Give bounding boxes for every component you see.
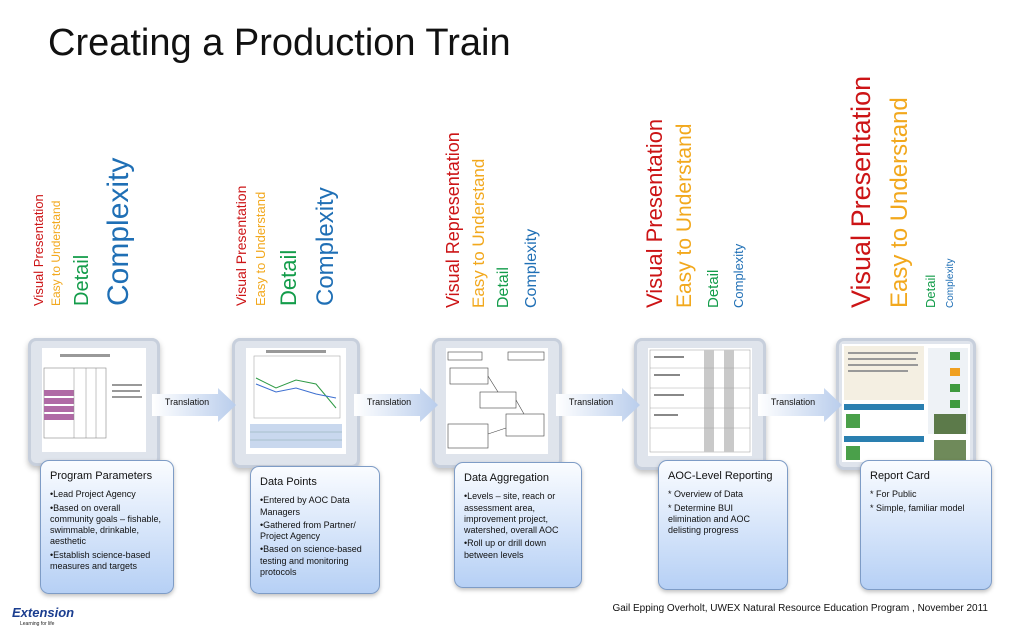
- col2-complexity-label: Complexity: [312, 187, 339, 306]
- translation-arrow-3: Translation: [556, 388, 640, 422]
- card-program-parameters: Program Parameters •Lead Project Agency …: [40, 460, 174, 594]
- translation-arrow-2: Translation: [354, 388, 438, 422]
- data-points-chart-graphic: [250, 350, 342, 448]
- list-item: •Lead Project Agency: [50, 489, 136, 500]
- col2-detail-label: Detail: [276, 249, 301, 306]
- card-list: * For Public * Simple, familiar model: [870, 489, 982, 514]
- card-title: Data Aggregation: [464, 472, 550, 484]
- list-item: •Roll up or drill down between levels: [464, 538, 547, 560]
- arrow-shape: [152, 388, 236, 422]
- col3-visual-label: Visual Representation: [443, 132, 463, 308]
- list-item: •Based on overall community goals – fish…: [50, 502, 162, 547]
- card-aoc-level-reporting: AOC-Level Reporting * Overview of Data *…: [658, 460, 788, 590]
- translation-label-2: Translation: [366, 397, 412, 407]
- list-item: •Establish science-based measures and ta…: [50, 549, 151, 571]
- col4-detail-label: Detail: [705, 269, 722, 308]
- card-title: Data Points: [260, 476, 317, 488]
- col2-easy-label: Easy to Understand: [253, 191, 268, 306]
- thumbnail-page: [648, 348, 752, 456]
- thumbnail-report-card: [836, 338, 976, 470]
- translation-label-4: Translation: [770, 397, 816, 407]
- col4-complexity-label: Complexity: [731, 243, 746, 308]
- col1-visual-label: Visual Presentation: [31, 194, 46, 306]
- thumbnail-page: [842, 344, 970, 462]
- card-report-card: Report Card * For Public * Simple, famil…: [860, 460, 992, 590]
- col4-visual-label: Visual Presentation: [642, 118, 667, 308]
- translation-label-3: Translation: [568, 397, 614, 407]
- card-list: •Lead Project Agency •Based on overall c…: [50, 489, 164, 572]
- col2-visual-label: Visual Presentation: [233, 185, 249, 306]
- col1-easy-label: Easy to Understand: [49, 200, 63, 306]
- list-item: •Gathered from Partner/ Project Agency: [260, 519, 356, 542]
- list-item: * Simple, familiar model: [870, 502, 965, 513]
- parameters-table-graphic: [43, 354, 142, 439]
- list-item: * Overview of Data: [668, 489, 744, 500]
- translation-arrow-1: Translation: [152, 388, 236, 422]
- card-list: •Levels – site, reach or assessment area…: [464, 491, 572, 561]
- aoc-table-graphic: [649, 349, 751, 453]
- card-title: AOC-Level Reporting: [668, 470, 773, 482]
- extension-logo: Extension Learning for life: [12, 604, 74, 627]
- col5-visual-word: Visual: [846, 234, 876, 308]
- card-list: •Entered by AOC Data Managers •Gathered …: [260, 495, 370, 578]
- list-item: * Determine BUI elimination and AOC deli…: [668, 502, 751, 536]
- col3-detail-label: Detail: [495, 267, 512, 308]
- translation-arrow-4: Translation: [758, 388, 842, 422]
- thumbnail-page: [246, 348, 346, 454]
- col5-complexity-label: Complexity: [945, 258, 956, 308]
- col1-complexity-label: Complexity: [102, 157, 135, 306]
- card-data-points: Data Points •Entered by AOC Data Manager…: [250, 466, 380, 594]
- list-item: •Entered by AOC Data Managers: [260, 495, 350, 517]
- col3-easy-label: Easy to Understand: [469, 158, 488, 308]
- page-title: Creating a Production Train: [48, 22, 511, 64]
- card-list: * Overview of Data * Determine BUI elimi…: [668, 489, 778, 536]
- translation-label-1: Translation: [164, 397, 210, 407]
- footer-credit: Gail Epping Overholt, UWEX Natural Resou…: [612, 603, 988, 614]
- thumbnail-data-points: [232, 338, 360, 468]
- col5-easy-label: Easy to Understand: [886, 97, 913, 308]
- col5-presentation-word: Presentation: [846, 75, 876, 235]
- list-item: •Levels – site, reach or assessment area…: [464, 491, 559, 536]
- col4-easy-label: Easy to Understand: [673, 123, 696, 308]
- arrow-shape: [354, 388, 438, 422]
- card-data-aggregation: Data Aggregation •Levels – site, reach o…: [454, 462, 582, 588]
- arrow-shape: [556, 388, 640, 422]
- thumbnail-aoc-reporting: [634, 338, 766, 470]
- col1-detail-label: Detail: [71, 254, 93, 306]
- thumbnail-program-parameters: [28, 338, 160, 466]
- card-title: Program Parameters: [50, 470, 153, 482]
- thumbnail-page: [446, 348, 548, 454]
- logo-tagline: Learning for life: [20, 621, 55, 627]
- report-card-graphic: [844, 346, 968, 460]
- arrow-shape: [758, 388, 842, 422]
- card-title: Report Card: [870, 470, 930, 482]
- list-item: * For Public: [870, 489, 917, 500]
- col5-detail-label: Detail: [923, 274, 938, 308]
- aggregation-flow-graphic: [447, 351, 545, 449]
- thumbnail-page: [42, 348, 146, 452]
- logo-wordmark: Extension: [12, 605, 75, 620]
- list-item: •Based on science-based testing and moni…: [260, 544, 362, 577]
- col3-complexity-label: Complexity: [523, 228, 540, 308]
- col5-visual-label: Visual Presentation: [846, 50, 876, 308]
- thumbnail-data-aggregation: [432, 338, 562, 468]
